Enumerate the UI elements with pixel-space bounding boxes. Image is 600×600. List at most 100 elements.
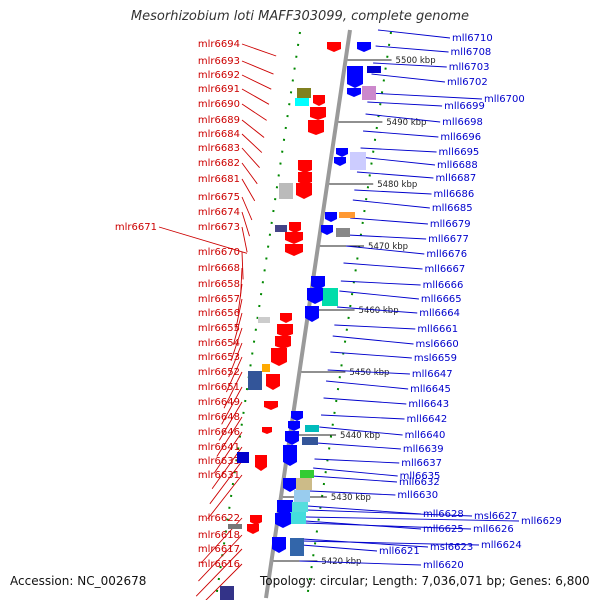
kbp-label: 5440 kbp <box>340 431 380 441</box>
gene-label-right: mll6703 <box>449 62 490 73</box>
kbp-label: 5450 kbp <box>349 368 389 378</box>
leader-line <box>241 43 277 57</box>
gene-label-right: mll6640 <box>405 430 446 441</box>
gene-label-left: mlr6674 <box>198 207 240 218</box>
leader-line <box>232 312 243 345</box>
gene-label-right: mll6645 <box>410 384 451 395</box>
gene-label-left: mlr6668 <box>198 263 240 274</box>
leader-line <box>359 156 436 166</box>
gene-label-right: mll6702 <box>447 77 488 88</box>
gene-label-left: mlr6631 <box>198 470 240 481</box>
leader-line <box>347 234 427 240</box>
gene-label-right: mll6639 <box>403 444 444 455</box>
gene-label-right: mll6696 <box>440 132 481 143</box>
gene-label-right: mll6664 <box>419 308 460 319</box>
gene-label-right: mll6630 <box>397 490 438 501</box>
leader-line <box>356 171 434 179</box>
gene-label-left: mlr6691 <box>198 84 240 95</box>
gene-label-left: mlr6649 <box>198 397 240 408</box>
leader-line <box>343 262 423 270</box>
leader-line <box>241 74 272 90</box>
leader-line <box>363 130 439 138</box>
gene-label-right: mll6647 <box>412 369 453 380</box>
leader-line <box>195 548 243 597</box>
leader-line <box>340 280 421 286</box>
kbp-label: 5500 kbp <box>396 56 436 66</box>
leader-line <box>327 369 410 375</box>
leader-line <box>313 467 398 477</box>
gene-label-right: mll6621 <box>379 546 420 557</box>
gene-label-right: mll6629 <box>521 516 562 527</box>
leader-line <box>336 306 418 314</box>
leader-line <box>216 416 243 457</box>
gene-label-left: mlr6651 <box>198 382 240 393</box>
leader-line <box>367 101 443 107</box>
leader-line <box>309 490 396 496</box>
gene-label-right: mll6643 <box>408 399 449 410</box>
gene-label-right: msl6623 <box>430 542 473 553</box>
leader-line <box>218 401 243 441</box>
right-label-group: mll6710mll6708mll6703mll6702mll6700mll66… <box>299 29 562 571</box>
gene-label-right: mll6637 <box>401 458 442 469</box>
gene-label-left: mlr6657 <box>198 294 240 305</box>
leader-line <box>339 290 419 300</box>
gene-label-left: mlr6655 <box>198 323 240 334</box>
leader-line <box>311 475 397 483</box>
leader-line <box>323 397 407 405</box>
accession-label: Accession: NC_002678 <box>10 574 147 588</box>
gene-label-right: mll6698 <box>442 117 483 128</box>
leader-line <box>158 226 248 254</box>
gene-label-left: mlr6673 <box>198 222 240 233</box>
gene-label-right: mll6699 <box>444 101 485 112</box>
leader-line <box>207 474 243 520</box>
gene-label-right: mll6661 <box>417 324 458 335</box>
leader-line <box>371 73 446 83</box>
leader-line <box>228 342 243 378</box>
gene-label-left: mlr6656 <box>198 308 240 319</box>
gene-label-right: mll6677 <box>428 234 469 245</box>
topology-label: Topology: circular; Length: 7,036,071 bp… <box>260 574 590 588</box>
gene-label-right: mll6695 <box>439 147 480 158</box>
leader-line <box>241 196 253 221</box>
gene-label-left: mlr6670 <box>198 247 240 258</box>
gene-label-left: mlr6653 <box>198 352 240 363</box>
leader-line <box>352 199 430 209</box>
gene-label-left: mlr6693 <box>198 56 240 67</box>
leader-line <box>345 245 425 255</box>
gene-label-right: mll6628 <box>423 509 464 520</box>
leader-line <box>299 560 422 566</box>
leader-line <box>320 414 405 420</box>
leader-line <box>316 442 401 450</box>
gene-label-right: msl6659 <box>414 353 457 364</box>
gene-label-left: mlr6616 <box>198 559 240 570</box>
gene-label-left: mlr6690 <box>198 99 240 110</box>
gene-label-left: mlr6658 <box>198 279 240 290</box>
leader-line <box>350 217 428 225</box>
gene-label-left: mlr6648 <box>198 412 240 423</box>
leader-line <box>365 113 441 123</box>
gene-label-right: mll6687 <box>435 173 476 184</box>
gene-label-left: mlr6681 <box>198 174 240 185</box>
leader-line <box>209 460 243 505</box>
gene-label-right: mll6686 <box>434 189 475 200</box>
kbp-label: 5480 kbp <box>377 180 417 190</box>
gene-label-left: mlr6671 <box>115 222 157 233</box>
kbp-label: 5490 kbp <box>386 118 426 128</box>
gene-label-right: mll6666 <box>423 280 464 291</box>
gene-label-right: mll6708 <box>451 47 492 58</box>
gene-label-right: mll6700 <box>484 94 525 105</box>
leader-line <box>305 516 520 522</box>
leader-line <box>205 563 243 600</box>
kbp-label: 5470 kbp <box>368 242 408 252</box>
leader-line <box>326 380 409 390</box>
gene-label-left: mlr6617 <box>198 544 240 555</box>
gene-label-right: mll6667 <box>425 264 466 275</box>
gene-label-left: mlr6646 <box>198 427 240 438</box>
leader-line <box>373 62 447 68</box>
kbp-label: 5460 kbp <box>359 306 399 316</box>
leader-line <box>241 251 244 280</box>
gene-label-right: mll6642 <box>407 414 448 425</box>
leader-line <box>330 351 412 359</box>
reverse-genes <box>272 42 381 556</box>
